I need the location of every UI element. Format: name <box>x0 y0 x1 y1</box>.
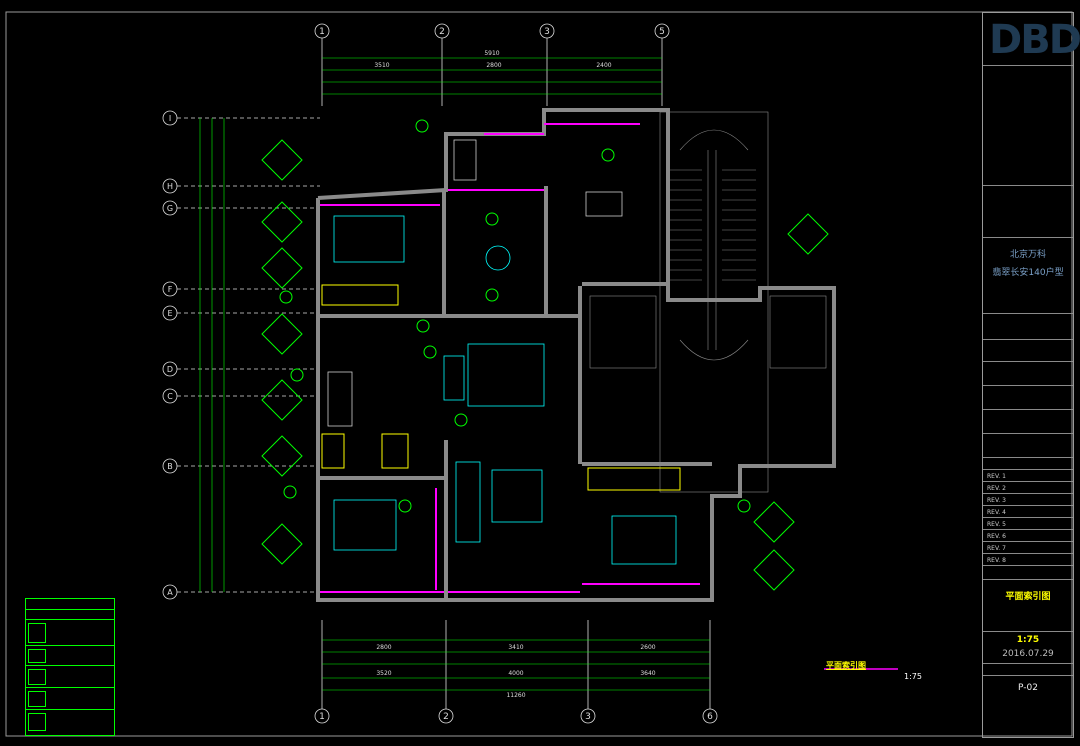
dim-top-3: 2400 <box>596 62 611 69</box>
dim-bottom-total: 11260 <box>506 692 525 699</box>
dim-bottom-2: 3410 <box>508 644 523 651</box>
legend-symbol <box>28 691 46 707</box>
divider <box>983 237 1073 238</box>
rev-label: REV. 5 <box>987 521 1006 528</box>
divider <box>983 505 1073 506</box>
grid-label-top-5: 5 <box>659 27 665 37</box>
divider <box>983 409 1073 410</box>
project-name-2: 翡翠长安140户型 <box>992 268 1064 278</box>
grid-label-top-3: 3 <box>544 27 550 37</box>
grid-label-bottom-3: 3 <box>585 712 591 722</box>
legend-symbol <box>28 623 46 643</box>
grid-axis-top <box>314 23 670 106</box>
plan-scale-label: 1:75 <box>904 672 922 681</box>
divider <box>983 313 1073 314</box>
divider <box>983 579 1073 580</box>
divider <box>983 469 1073 470</box>
divider <box>983 517 1073 518</box>
index-markers <box>261 119 829 591</box>
divider <box>983 541 1073 542</box>
divider <box>983 185 1073 186</box>
grid-label-bottom-1: 1 <box>319 712 325 722</box>
project-name-1: 北京万科 <box>1009 250 1046 260</box>
rev-label: REV. 2 <box>987 485 1006 492</box>
divider <box>983 493 1073 494</box>
stair-treads <box>670 169 756 281</box>
fixtures <box>327 139 623 427</box>
divider <box>983 631 1073 632</box>
dimension-lines-bottom <box>322 639 710 691</box>
legend-row <box>26 687 114 688</box>
wardrobes <box>321 284 681 491</box>
dim-top-1: 3510 <box>374 62 389 69</box>
rev-label: REV. 8 <box>987 557 1006 564</box>
dim-bottom-4: 3520 <box>376 670 391 677</box>
dimension-lines-top <box>322 57 662 95</box>
stair-core <box>589 111 827 493</box>
grid-label-top-1: 1 <box>319 27 325 37</box>
legend-symbol <box>28 713 46 731</box>
legend-symbol <box>28 669 46 685</box>
dim-top-2: 2800 <box>486 62 501 69</box>
divider <box>983 675 1073 676</box>
furniture <box>333 215 677 565</box>
title-block: DBD 北京万科 翡翠长安140户型 REV. 1 REV. 2 REV. 3 … <box>982 12 1080 738</box>
legend-row <box>26 665 114 666</box>
dim-top-total: 5910 <box>484 50 499 57</box>
grid-label-G: G <box>167 204 173 213</box>
sheet-scale: 1:75 <box>1016 635 1040 645</box>
divider <box>983 339 1073 340</box>
divider <box>983 553 1073 554</box>
rev-label: REV. 3 <box>987 497 1006 504</box>
divider <box>983 529 1073 530</box>
divider <box>983 457 1073 458</box>
grid-label-A: A <box>167 588 173 597</box>
dim-bottom-1: 2800 <box>376 644 391 651</box>
divider <box>983 481 1073 482</box>
rev-label: REV. 6 <box>987 533 1006 540</box>
plan-index-title: 平面索引图 <box>826 661 866 670</box>
sheet-date: 2016.07.29 <box>1002 649 1054 659</box>
grid-label-H: H <box>167 182 173 191</box>
grid-label-bottom-2: 2 <box>443 712 449 722</box>
sheet-title: 平面索引图 <box>1005 592 1051 602</box>
drawing-number: P-02 <box>1018 683 1038 693</box>
divider <box>983 663 1073 664</box>
company-logo: DBD <box>989 17 1080 63</box>
legend-row <box>26 709 114 710</box>
legend-row <box>26 645 114 646</box>
legend-row <box>26 619 114 620</box>
grid-label-D: D <box>167 365 173 374</box>
grid-label-top-2: 2 <box>439 27 445 37</box>
grid-label-E: E <box>167 309 172 318</box>
divider <box>983 361 1073 362</box>
legend-table <box>25 598 115 736</box>
divider <box>983 433 1073 434</box>
dim-bottom-5: 4000 <box>508 670 523 677</box>
wall-finish-lines <box>320 123 700 593</box>
dimension-lines-left <box>199 118 225 592</box>
divider <box>983 565 1073 566</box>
legend-symbol <box>28 649 46 663</box>
divider <box>983 65 1073 66</box>
rev-label: REV. 4 <box>987 509 1006 516</box>
walls <box>316 108 836 602</box>
drawing-frame <box>5 11 1073 737</box>
dim-bottom-3: 2600 <box>640 644 655 651</box>
rev-label: REV. 1 <box>987 473 1006 480</box>
rev-label: REV. 7 <box>987 545 1006 552</box>
legend-row <box>26 609 114 610</box>
dim-bottom-6: 3640 <box>640 670 655 677</box>
grid-label-F: F <box>168 285 173 294</box>
grid-label-B: B <box>167 462 173 471</box>
grid-axis-left <box>162 110 320 600</box>
divider <box>983 385 1073 386</box>
grid-label-bottom-6: 6 <box>707 712 713 722</box>
grid-label-C: C <box>167 392 173 401</box>
grid-axis-bottom <box>314 620 718 724</box>
grid-label-I: I <box>169 114 171 123</box>
